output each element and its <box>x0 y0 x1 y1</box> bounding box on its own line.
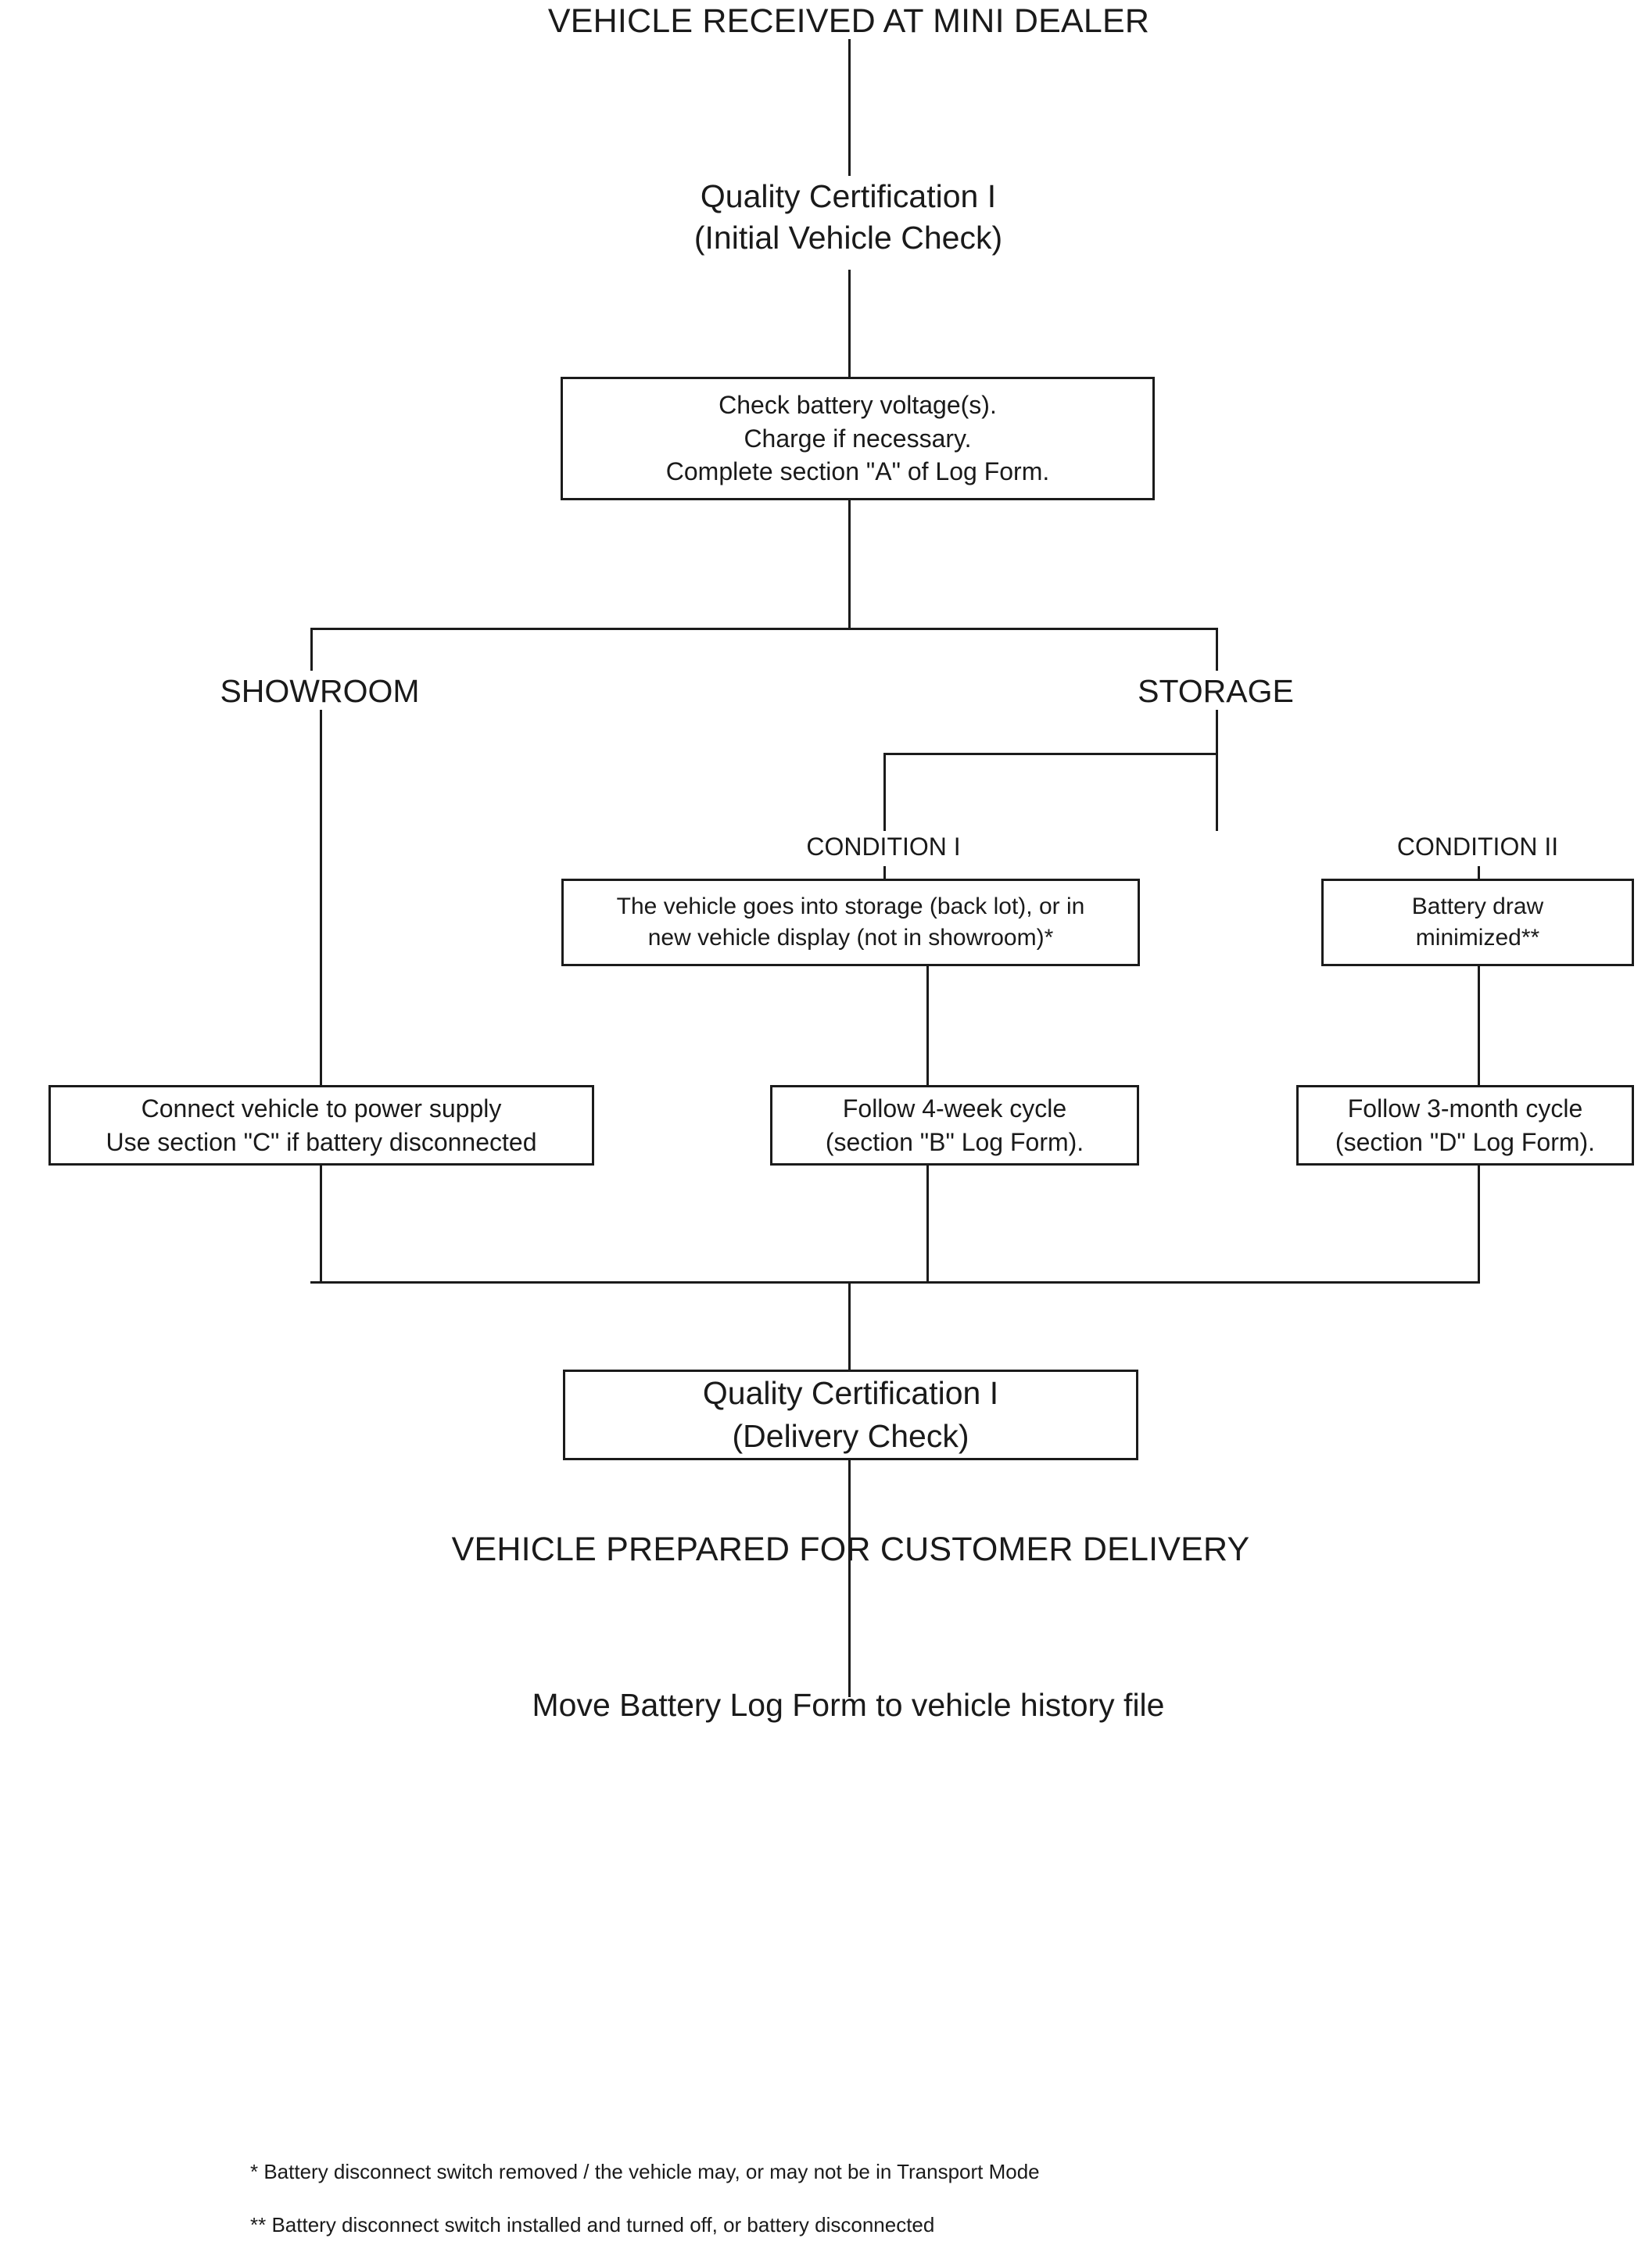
connector-showroom-to-action <box>320 710 322 1087</box>
connector-condition-1-box-to-cycle-4week <box>926 965 929 1087</box>
split-bar-conditions <box>883 753 1218 755</box>
node-prepared: VEHICLE PREPARED FOR CUSTOMER DELIVERY <box>451 1531 1250 1568</box>
node-move-log-form: Move Battery Log Form to vehicle history… <box>532 1687 1165 1723</box>
connector-qc-delivery-to-prepared <box>848 1459 851 1580</box>
node-showroom-action: Connect vehicle to power supply Use sect… <box>48 1085 594 1166</box>
connector-split-to-storage <box>1216 628 1218 671</box>
connector-storage-to-substem <box>1216 710 1218 755</box>
connector-cycle-3month-to-merge <box>1478 1165 1480 1284</box>
node-start: VEHICLE RECEIVED AT MINI DEALER <box>547 2 1150 40</box>
footnote-single-asterisk: * Battery disconnect switch removed / th… <box>250 2160 1040 2183</box>
connector-split-to-showroom <box>310 628 313 671</box>
connector-condition-1-to-box <box>883 866 886 880</box>
node-condition-2-label: CONDITION II <box>1396 833 1559 861</box>
connector-condition-2-box-to-cycle-3month <box>1478 965 1480 1087</box>
connector-showroom-action-to-merge <box>320 1165 322 1284</box>
node-condition-1-box: The vehicle goes into storage (back lot)… <box>561 879 1140 966</box>
node-cycle-4week: Follow 4-week cycle (section "B" Log For… <box>770 1085 1139 1166</box>
split-bar-showroom-storage <box>310 628 1218 630</box>
footnote-double-asterisk: ** Battery disconnect switch installed a… <box>250 2213 935 2236</box>
node-cycle-3month: Follow 3-month cycle (section "D" Log Fo… <box>1296 1085 1634 1166</box>
connector-substem-to-condition-1 <box>883 753 886 831</box>
node-qc-delivery: Quality Certification I (Delivery Check) <box>563 1370 1138 1460</box>
connector-merge-to-qc-delivery <box>848 1281 851 1373</box>
node-battery-check: Check battery voltage(s). Charge if nece… <box>561 377 1155 500</box>
node-branch-storage: STORAGE <box>1138 673 1294 709</box>
connector-condition-2-to-box <box>1478 866 1480 880</box>
connector-qc-initial-to-battery-check <box>848 270 851 379</box>
node-qc-initial: Quality Certification I (Initial Vehicle… <box>693 178 1003 256</box>
node-condition-2-box: Battery draw minimized** <box>1321 879 1634 966</box>
node-branch-showroom: SHOWROOM <box>220 673 420 709</box>
merge-bar <box>310 1281 1480 1284</box>
connector-cycle-4week-to-merge <box>926 1165 929 1284</box>
node-condition-1-label: CONDITION I <box>806 833 961 861</box>
connector-battery-check-to-split <box>848 500 851 629</box>
connector-substem-to-condition-2 <box>1216 753 1218 831</box>
connector-prepared-to-move-log-form <box>848 1580 851 1697</box>
connector-start-to-qc-initial <box>848 39 851 176</box>
